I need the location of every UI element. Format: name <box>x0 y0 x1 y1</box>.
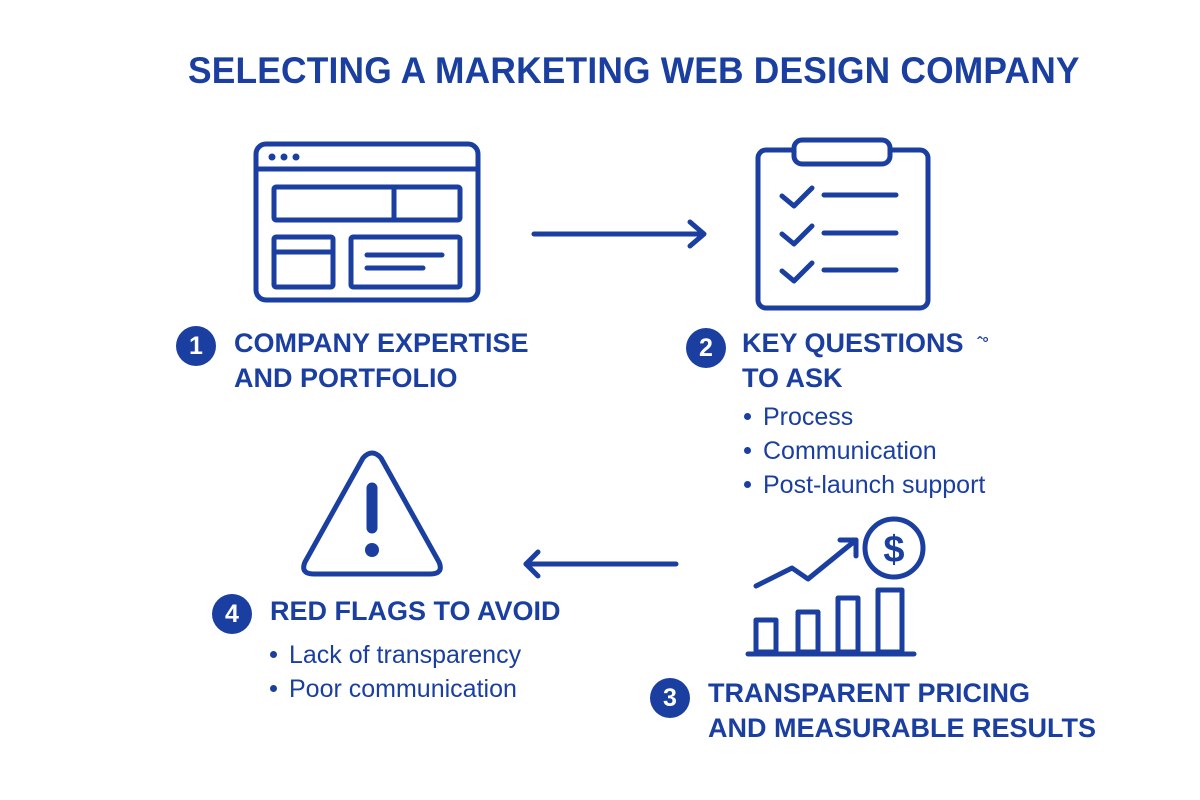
step-number-badge: 3 <box>650 678 690 718</box>
bullet-item: Poor communication <box>268 672 521 706</box>
growth-chart-dollar-icon: $ <box>745 516 926 657</box>
step-heading: TRANSPARENT PRICING AND MEASURABLE RESUL… <box>708 678 1097 743</box>
step-number-badge: 4 <box>212 594 252 634</box>
step-bullets: Lack of transparency Poor communication <box>268 638 521 706</box>
page-title: SELECTING A MARKETING WEB DESIGN COMPANY <box>188 50 1080 91</box>
step-number-badge: 2 <box>686 328 726 368</box>
bullet-item: Post-launch support <box>742 468 985 502</box>
step-heading: COMPANY EXPERTISE AND PORTFOLIO <box>234 328 529 393</box>
step-heading: RED FLAGS TO AVOID <box>270 596 561 626</box>
step-number-badge: 1 <box>176 326 216 366</box>
bullet-item: Communication <box>742 434 985 468</box>
svg-text:$: $ <box>883 529 904 571</box>
bullet-item: Process <box>742 400 985 434</box>
browser-window-icon <box>253 141 481 303</box>
step-bullets: Process Communication Post-launch suppor… <box>742 400 985 502</box>
heading-artifact: ˆ° <box>977 335 989 352</box>
bullet-item: Lack of transparency <box>268 638 521 672</box>
arrow-left-icon <box>523 549 679 579</box>
clipboard-checklist-icon <box>755 137 931 311</box>
warning-triangle-icon <box>301 450 443 577</box>
step-heading: KEY QUESTIONS ˆ° TO ASK <box>742 328 989 393</box>
arrow-right-icon <box>531 219 707 249</box>
